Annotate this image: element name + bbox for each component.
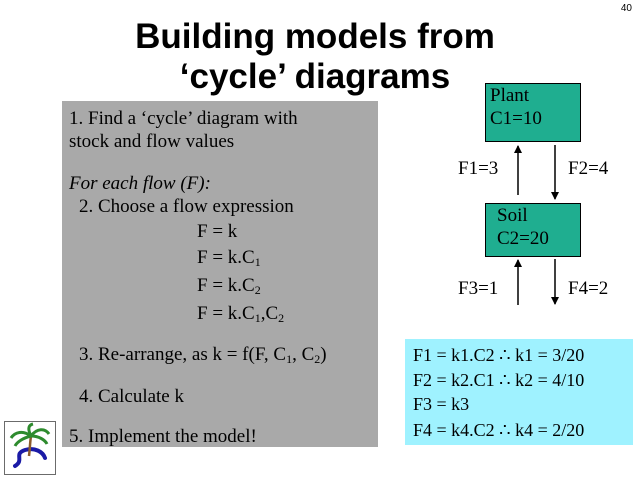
soil-value: C2=20	[497, 228, 549, 249]
equation-row: F1 = k1.C2 ∴ k1 = 3/20	[413, 345, 585, 365]
equation-row: F3 = k3	[413, 394, 470, 414]
step1-line2: stock and flow values	[69, 131, 235, 152]
flow-label-f2: F2=4	[568, 158, 609, 179]
formula-c2: F = k.C2	[197, 275, 261, 297]
flow-label-f4: F4=2	[568, 278, 609, 299]
flow-label-f1: F1=3	[458, 158, 499, 179]
step1-line1: 1. Find a ‘cycle’ diagram with	[69, 108, 298, 129]
formula-constant: F = k	[197, 221, 238, 242]
step5-text: 5. Implement the model!	[69, 426, 257, 447]
step2-text: 2. Choose a flow expression	[79, 196, 294, 217]
plant-name: Plant	[490, 85, 530, 106]
soil-stock-box: Soil C2=20	[485, 203, 581, 257]
title-line-2: ‘cycle’ diagrams	[179, 57, 451, 96]
equations-box: F1 = k1.C2 ∴ k1 = 3/20 F2 = k2.C1 ∴ k2 =…	[405, 339, 633, 445]
plant-value: C1=10	[490, 108, 542, 129]
formula-c1-c2: F = k.C1,C2	[197, 303, 285, 325]
step3-text: 3. Re-arrange, as k = f(F, C1, C2)	[79, 344, 327, 366]
slide-title: Building models from ‘cycle’ diagrams	[100, 17, 530, 97]
for-each-flow-label: For each flow (F):	[69, 173, 211, 194]
formula-c1: F = k.C1	[197, 247, 261, 269]
steps-panel: 1. Find a ‘cycle’ diagram with stock and…	[62, 101, 378, 447]
step4-text: 4. Calculate k	[79, 386, 184, 407]
palm-tree-logo-icon	[4, 421, 56, 475]
equation-row: F4 = k4.C2 ∴ k4 = 2/20	[413, 420, 585, 440]
soil-name: Soil	[497, 205, 528, 226]
title-line-1: Building models from	[135, 17, 495, 56]
flow-label-f3: F3=1	[458, 278, 499, 299]
slide-number: 40	[620, 3, 632, 14]
equation-row: F2 = k2.C1 ∴ k2 = 4/10	[413, 370, 585, 390]
plant-stock-box: Plant C1=10	[485, 83, 581, 142]
